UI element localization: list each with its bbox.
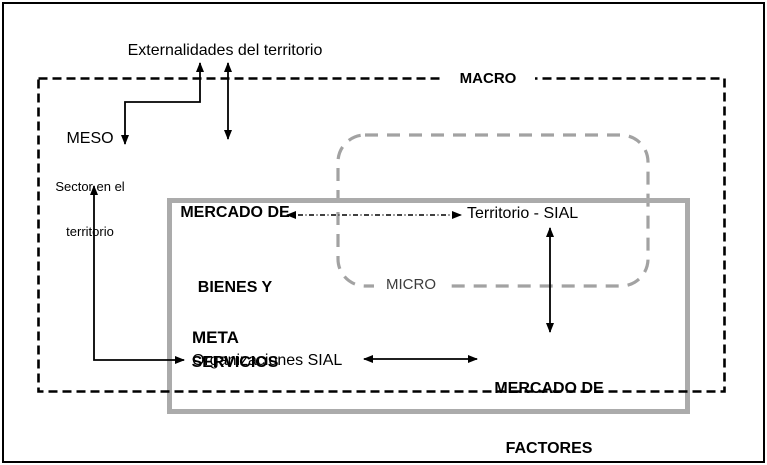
mercado-factores-line2: FACTORES xyxy=(505,440,593,457)
mercado-factores-line1: MERCADO DE xyxy=(494,380,604,397)
meta-level-label: META xyxy=(192,328,239,347)
arrow-meso-organizaciones xyxy=(90,185,185,364)
organizaciones-sial-node: Organizaciones SIAL xyxy=(192,352,343,369)
externalidades-label: Externalidades del territorio xyxy=(127,42,323,59)
arrow-externalidades-meso xyxy=(121,62,204,145)
macro-dashed-box xyxy=(37,77,726,393)
mercado-factores-node: MERCADO DE FACTORES xyxy=(483,339,615,465)
mercado-bienes-servicios-node: MERCADO DE BIENES Y SERVICIOS xyxy=(159,150,311,425)
mercado-bienes-line2: BIENES Y xyxy=(197,279,273,296)
meso-sublabel-line1: Sector en el xyxy=(55,179,125,194)
mercado-bienes-line3: SERVICIOS xyxy=(191,354,279,371)
meso-sublabel-line2: territorio xyxy=(66,224,114,239)
micro-level-label: MICRO xyxy=(374,276,448,294)
meso-sublabel: Sector en el territorio xyxy=(38,149,142,269)
territorio-sial-node: Territorio - SIAL xyxy=(467,205,579,222)
mercado-bienes-line1: MERCADO DE xyxy=(180,204,290,221)
meso-level-label: MESO xyxy=(66,130,114,147)
macro-level-label: MACRO xyxy=(441,69,535,88)
